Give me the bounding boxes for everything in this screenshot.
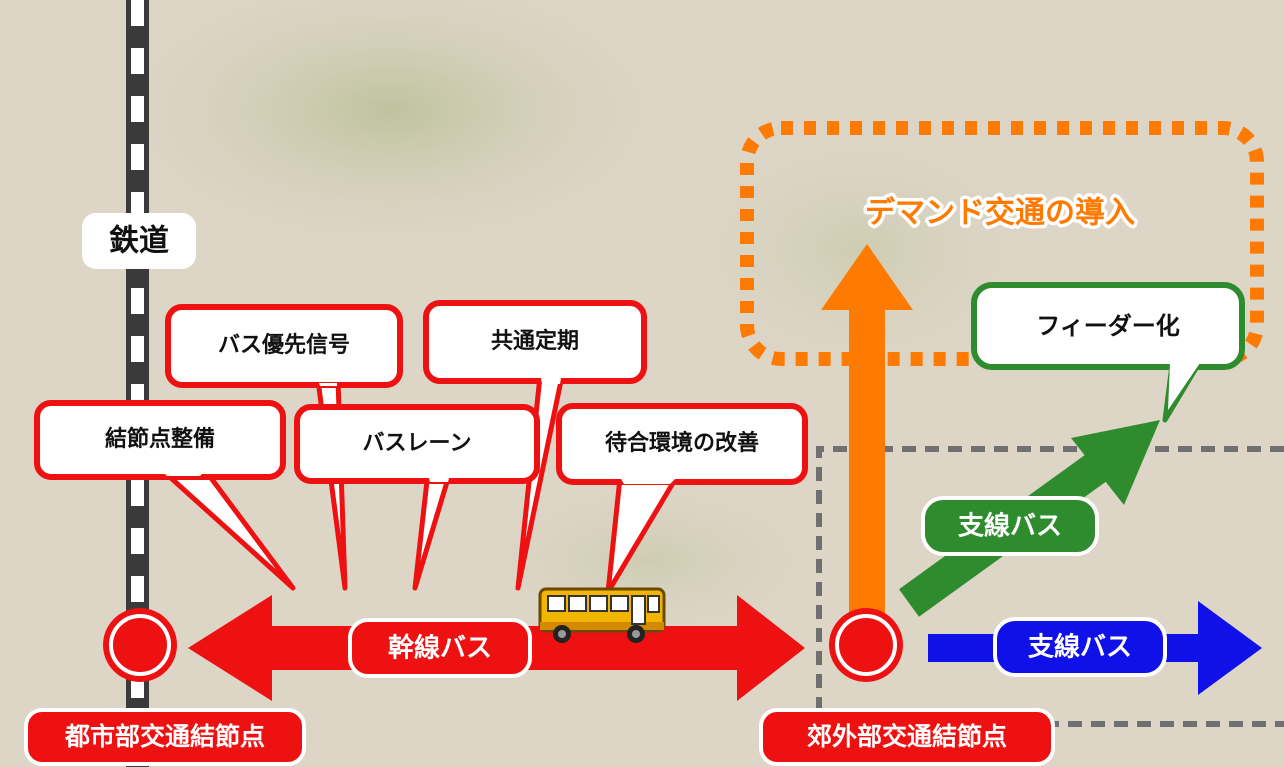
feeder-callout: フィーダー化 (971, 282, 1245, 423)
measure-callout-bus-priority: バス優先信号 (165, 304, 403, 388)
branch-green-label-box: 支線バス (921, 496, 1099, 556)
measure-callout-node-improvement: 結節点整備 (34, 400, 286, 480)
demand-label: デマンド交通の導入 (865, 196, 1135, 231)
measure-callout-common-pass: 共通定期 (423, 300, 647, 384)
trunk-label: 幹線バス (388, 633, 492, 664)
suburban-node-marker (829, 608, 903, 682)
demand-up-arrow (821, 244, 913, 630)
measure-label-waiting-area: 待合環境の改善 (605, 430, 759, 456)
urban-node-label-box: 都市部交通結節点 (24, 708, 306, 766)
urban-node-label: 都市部交通結節点 (64, 722, 265, 751)
railway-label: 鉄道 (109, 224, 169, 259)
branch-blue-label-box: 支線バス (993, 617, 1167, 677)
urban-node-marker (103, 608, 177, 682)
measure-label-node-improvement: 結節点整備 (105, 426, 215, 452)
suburban-node-label-box: 郊外部交通結節点 (759, 708, 1055, 766)
callout-tail-seams (163, 378, 675, 484)
suburban-node-label: 郊外部交通結節点 (807, 722, 1007, 751)
trunk-label-box: 幹線バス (348, 618, 532, 678)
feeder-label: フィーダー化 (1036, 312, 1180, 340)
measure-label-common-pass: 共通定期 (491, 328, 579, 354)
measure-label-bus-priority: バス優先信号 (218, 332, 350, 358)
bus-icon (538, 587, 666, 643)
measure-label-bus-lane: バスレーン (363, 431, 472, 456)
railway-label-box: 鉄道 (82, 213, 196, 269)
measure-callout-waiting-area: 待合環境の改善 (556, 403, 808, 485)
branch-blue-label: 支線バス (1028, 632, 1132, 663)
demand-zone-border (740, 121, 1264, 366)
measure-callout-bus-lane: バスレーン (294, 404, 540, 484)
branch-green-label: 支線バス (958, 511, 1062, 542)
